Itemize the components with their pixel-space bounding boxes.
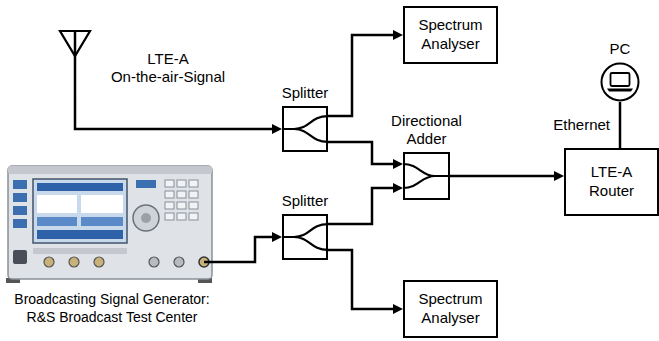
signal-generator-illustration xyxy=(4,160,220,285)
pc-circle: PC xyxy=(600,62,640,102)
splitter-label: Splitter xyxy=(255,84,355,103)
connector xyxy=(619,102,622,148)
connector xyxy=(328,188,397,224)
splitter-symbol xyxy=(282,106,328,152)
generator-caption: Broadcasting Signal Generator: R&S Broad… xyxy=(4,290,220,326)
antenna-symbol xyxy=(58,28,92,92)
connector xyxy=(450,175,558,178)
connector xyxy=(328,250,397,309)
splitter-label: Splitter xyxy=(255,192,355,211)
antenna-node: LTE-A On-the-air-Signal xyxy=(58,28,250,92)
splitter-symbol xyxy=(282,214,328,260)
connector xyxy=(75,92,276,129)
edge-label: Ethernet xyxy=(551,116,612,134)
pc-label: PC xyxy=(570,40,659,59)
laptop-icon xyxy=(600,62,640,102)
connector xyxy=(328,142,397,164)
adder-box: Directional Adder xyxy=(403,152,450,200)
box-label: Spectrum Analyser xyxy=(405,16,496,54)
connector xyxy=(328,35,397,116)
splitter-box: Splitter xyxy=(282,214,328,260)
box-label: LTE-A Router xyxy=(566,163,657,201)
adder-symbol xyxy=(403,152,450,200)
analyser-box: Spectrum Analyser xyxy=(403,280,498,338)
splitter-box: Splitter xyxy=(282,106,328,152)
router-box: LTE-A Router xyxy=(564,148,659,216)
antenna-label: LTE-A On-the-air-Signal xyxy=(98,50,238,86)
box-label: Spectrum Analyser xyxy=(405,290,496,328)
analyser-box: Spectrum Analyser xyxy=(403,6,498,64)
adder-label: Directional Adder xyxy=(377,112,477,150)
connector xyxy=(220,237,276,262)
signal-generator: Broadcasting Signal Generator: R&S Broad… xyxy=(4,160,220,336)
